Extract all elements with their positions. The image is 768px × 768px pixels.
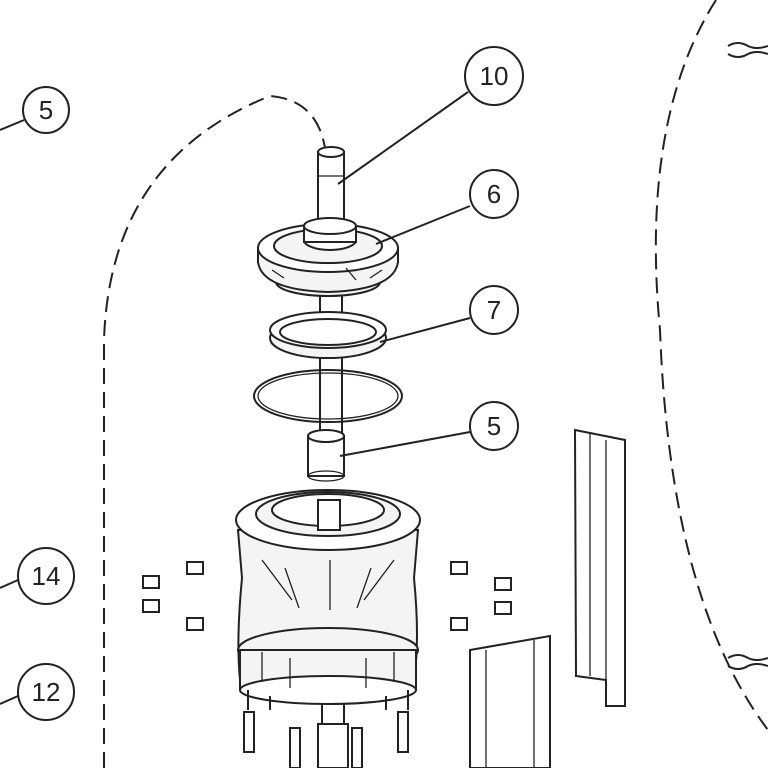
callout-label: 7 — [487, 295, 501, 325]
upper-bearing-housing — [257, 217, 399, 297]
callout-5-right: 5 — [469, 401, 519, 451]
bolts-right — [450, 561, 512, 631]
channel-piece-tall — [573, 428, 626, 707]
callout-5-upper-left: 5 — [22, 86, 70, 134]
callout-6: 6 — [469, 169, 519, 219]
callout-label: 14 — [32, 561, 61, 591]
callout-12: 12 — [17, 663, 75, 721]
studs — [243, 711, 409, 768]
shaft-sleeve — [307, 429, 345, 482]
callout-label: 6 — [487, 179, 501, 209]
housing-outline-left — [103, 94, 327, 768]
bolts-left — [142, 561, 204, 631]
callout-label: 12 — [32, 677, 61, 707]
o-ring — [253, 369, 403, 423]
callout-label: 10 — [480, 61, 509, 91]
channel-piece-short — [469, 634, 551, 768]
callout-7: 7 — [469, 285, 519, 335]
retaining-ring — [269, 311, 387, 359]
clip-top — [727, 42, 768, 58]
leader-lines — [0, 91, 471, 705]
clip-bottom — [727, 654, 768, 670]
callout-14: 14 — [17, 547, 75, 605]
callout-label: 5 — [39, 95, 53, 125]
callout-10: 10 — [464, 46, 524, 106]
pump-body — [235, 489, 421, 710]
callout-label: 5 — [487, 411, 501, 441]
housing-outline-right — [654, 0, 768, 731]
